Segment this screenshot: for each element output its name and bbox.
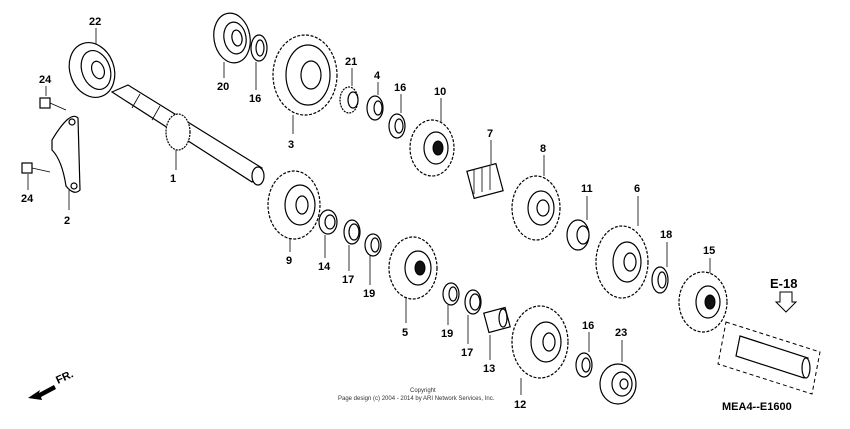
callout-7[interactable]: 7 <box>487 128 493 140</box>
callout-10[interactable]: 10 <box>434 86 446 98</box>
gear-15[interactable] <box>678 271 728 333</box>
gear-3[interactable] <box>272 34 338 116</box>
callout-24-upper[interactable]: 24 <box>39 74 52 86</box>
washer-16-lower[interactable] <box>575 352 593 378</box>
needle-bearing-7[interactable] <box>466 162 504 200</box>
front-label: FR. <box>54 368 75 386</box>
bearing-23[interactable] <box>599 363 637 405</box>
gear-6[interactable] <box>595 225 649 299</box>
callout-17-upper[interactable]: 17 <box>342 274 354 286</box>
callout-16-top[interactable]: 16 <box>249 93 261 105</box>
bolt-24-upper[interactable] <box>39 97 67 111</box>
bushing-13[interactable] <box>483 306 511 334</box>
front-arrow-icon <box>28 385 56 400</box>
gear-10[interactable] <box>409 119 455 177</box>
circlip-17-upper[interactable] <box>343 219 361 245</box>
reference-shaft-e18[interactable] <box>717 321 821 395</box>
callout-19-lower[interactable]: 19 <box>441 328 453 340</box>
callout-5[interactable]: 5 <box>402 327 408 339</box>
reference-label-e18[interactable]: E-18 <box>770 276 797 291</box>
washer-19-upper[interactable] <box>364 233 382 257</box>
bearing-20[interactable] <box>210 10 254 65</box>
washer-18[interactable] <box>651 266 669 294</box>
callout-4[interactable]: 4 <box>374 70 381 82</box>
washer-16-middle[interactable] <box>388 113 406 139</box>
washer-19-lower[interactable] <box>442 282 460 306</box>
callout-22[interactable]: 22 <box>89 16 101 28</box>
diagram-code: MEA4--E1600 <box>722 401 792 413</box>
callout-3[interactable]: 3 <box>288 139 294 151</box>
callout-6[interactable]: 6 <box>634 183 640 195</box>
gear-8[interactable] <box>511 175 561 241</box>
callout-16-middle[interactable]: 16 <box>394 82 406 94</box>
needle-bearing-21[interactable] <box>339 86 359 114</box>
callout-21[interactable]: 21 <box>345 56 357 68</box>
callout-15[interactable]: 15 <box>703 245 715 257</box>
copyright-line-2: Page design (c) 2004 - 2014 by ARI Netwo… <box>338 396 495 402</box>
gear-12[interactable] <box>511 305 569 379</box>
gear-5[interactable] <box>388 236 438 300</box>
callout-1[interactable]: 1 <box>170 173 176 185</box>
copyright-line-1: Copyright <box>410 388 436 394</box>
bolt-24-lower[interactable] <box>21 162 51 174</box>
mainshaft-1[interactable] <box>110 84 265 186</box>
callout-14[interactable]: 14 <box>318 261 331 273</box>
callout-9[interactable]: 9 <box>286 255 292 267</box>
plate-2[interactable] <box>51 115 81 193</box>
callout-2[interactable]: 2 <box>64 215 70 227</box>
callout-17-lower[interactable]: 17 <box>461 347 473 359</box>
callout-20[interactable]: 20 <box>217 81 229 93</box>
bearing-22[interactable] <box>62 36 122 104</box>
collar-11[interactable] <box>566 219 590 251</box>
callout-8[interactable]: 8 <box>540 143 546 155</box>
callout-24-lower[interactable]: 24 <box>21 193 34 205</box>
callout-16-lower[interactable]: 16 <box>582 320 594 332</box>
callout-18[interactable]: 18 <box>660 229 672 241</box>
callout-11[interactable]: 11 <box>581 183 593 195</box>
washer-16-top[interactable] <box>250 34 268 62</box>
gear-9[interactable] <box>267 170 321 240</box>
callout-23[interactable]: 23 <box>615 327 627 339</box>
callout-12[interactable]: 12 <box>514 399 526 411</box>
callout-13[interactable]: 13 <box>483 363 495 375</box>
circlip-17-lower[interactable] <box>464 289 482 315</box>
callout-19-upper[interactable]: 19 <box>363 288 375 300</box>
collar-4[interactable] <box>366 95 384 121</box>
up-arrow-icon <box>774 291 798 313</box>
washer-14[interactable] <box>318 209 338 235</box>
